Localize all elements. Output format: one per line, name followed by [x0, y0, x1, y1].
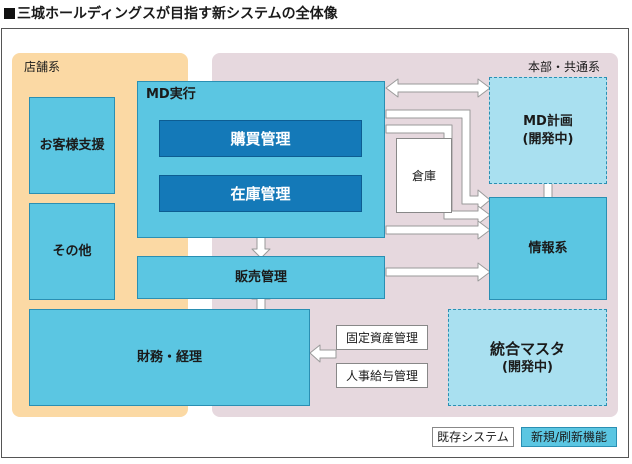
- integrated-master-box: 統合マスタ (開発中): [448, 309, 607, 406]
- title-square-icon: [4, 8, 15, 19]
- title-text: 三城ホールディングスが目指す新システムの全体像: [17, 6, 338, 22]
- legend-existing-label: 既存システム: [437, 430, 509, 444]
- hr-payroll-management-label: 人事給与管理: [345, 368, 418, 383]
- legend-new-function: 新規/刷新機能: [521, 427, 617, 447]
- integrated-master-status: (開発中): [502, 359, 553, 375]
- legend-new-label: 新規/刷新機能: [530, 430, 608, 444]
- purchase-management-box: 購買管理: [159, 120, 362, 157]
- sales-management-box: 販売管理: [137, 256, 385, 299]
- fixed-asset-management-label: 固定資産管理: [345, 330, 418, 345]
- sales-management-label: 販売管理: [234, 269, 287, 285]
- arrow-md-exec-information-3: [385, 220, 491, 240]
- customer-support-box: お客様支援: [29, 97, 115, 194]
- md-planning-label: MD計画: [523, 113, 573, 129]
- arrow-md-exec-information-1: [385, 109, 491, 211]
- md-planning-status: (開発中): [522, 131, 574, 147]
- other-label: その他: [52, 243, 92, 259]
- fixed-asset-management-box: 固定資産管理: [336, 325, 428, 350]
- other-box: その他: [29, 203, 115, 300]
- md-execution-label: MD実行: [146, 87, 196, 102]
- integrated-master-label: 統合マスタ: [489, 339, 565, 358]
- store-region-label: 店舗系: [24, 60, 61, 74]
- md-planning-box: MD計画 (開発中): [489, 77, 607, 184]
- arrow-md-exec-information-2: [385, 124, 491, 225]
- information-box: 情報系: [489, 197, 607, 300]
- inventory-management-label: 在庫管理: [230, 184, 291, 203]
- arrow-to-finance: [309, 344, 337, 363]
- finance-accounting-label: 財務・経理: [136, 349, 202, 365]
- customer-support-label: お客様支援: [39, 137, 105, 153]
- headquarters-region-label: 本部・共通系: [528, 60, 601, 74]
- purchase-management-label: 購買管理: [230, 129, 291, 148]
- md-execution-box: MD実行: [137, 81, 385, 238]
- inventory-management-box: 在庫管理: [159, 175, 362, 212]
- warehouse-box: 倉庫: [396, 138, 452, 213]
- information-label: 情報系: [528, 240, 568, 256]
- arrow-md-exec-md-plan: [385, 78, 491, 98]
- legend-existing-system: 既存システム: [432, 427, 514, 447]
- warehouse-label: 倉庫: [411, 168, 436, 183]
- hr-payroll-management-box: 人事給与管理: [336, 363, 428, 388]
- arrow-sales-information: [385, 262, 491, 282]
- diagram-title: 三城ホールディングスが目指す新システムの全体像: [4, 4, 338, 24]
- finance-accounting-box: 財務・経理: [29, 309, 310, 406]
